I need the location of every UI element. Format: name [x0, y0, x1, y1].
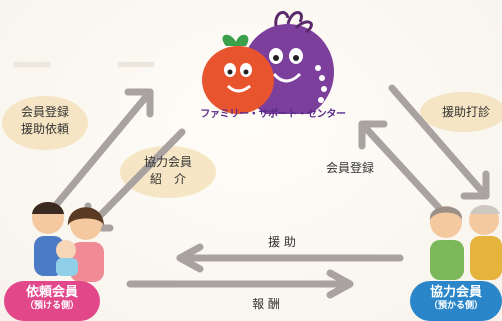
mascot-illustration [202, 10, 334, 114]
arrowhead-provider-to-center [358, 120, 388, 150]
requester-badge-subtitle: （預ける側） [24, 301, 79, 311]
label-member-registration: 会員登録 [325, 161, 374, 175]
label-cooperation-line1: 協力会員 [143, 155, 192, 169]
label-blob-right [420, 92, 502, 132]
red-mascot-leaves [222, 34, 249, 46]
label-blob-left [2, 96, 88, 150]
provider-badge: 協力会員 （預かる側） [410, 281, 502, 321]
provider-elders-illustration [429, 205, 502, 280]
arrowhead-assistance [176, 243, 204, 273]
label-blob-center [120, 146, 216, 198]
provider-badge-subtitle: （預かる側） [428, 301, 483, 311]
purple-mascot-mouth [272, 72, 302, 83]
arrow-provider-to-center [358, 120, 456, 226]
label-compensation: 報 酬 [252, 297, 280, 311]
label-register-request: 会員登録 援助依頼 [8, 104, 82, 138]
requester-badge-title: 依頼会員 [25, 285, 78, 300]
purple-mascot-hair [274, 10, 313, 34]
label-cooperation-line2: 紹 介 [149, 172, 186, 186]
arrow-center-to-provider [388, 84, 490, 200]
provider-badge-title: 協力会員 [429, 285, 482, 300]
requester-badge: 依頼会員 （預ける側） [4, 281, 100, 321]
label-register-request-line1: 会員登録 [20, 105, 69, 119]
label-assistance-arrange: 援助打診 [441, 105, 490, 119]
arrow-requester-to-center [52, 88, 154, 209]
requester-family-illustration [32, 202, 104, 282]
arrowhead-compensation [326, 269, 354, 299]
red-mascot-mouth [226, 84, 251, 93]
label-register-request-line2: 援助依頼 [20, 122, 69, 136]
arrow-center-to-requester [84, 128, 186, 232]
label-assistance: 援 助 [268, 235, 296, 249]
label-cooperation: 協力会員 紹 介 [128, 154, 208, 188]
red-mascot-body [202, 46, 274, 114]
arrowhead-requester-to-center [124, 88, 154, 118]
center-title: ファミリー・サポート・センター [200, 109, 346, 120]
arrowhead-center-to-provider [460, 170, 490, 200]
